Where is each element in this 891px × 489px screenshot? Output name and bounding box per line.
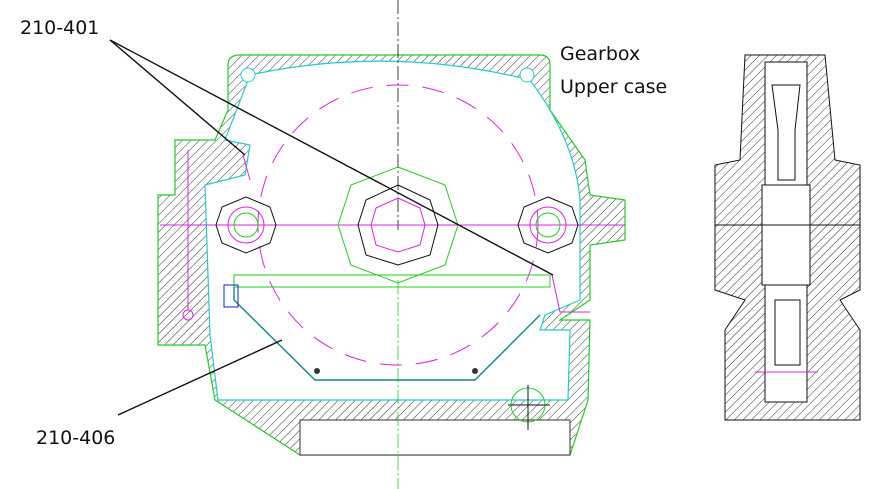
part-label-210-406: 210-406 [36,427,116,449]
front-view-casing [157,54,626,456]
title-gearbox: Gearbox [560,43,641,65]
central-gear [337,166,459,284]
part-label-210-401: 210-401 [20,17,100,39]
oil-pipes [182,150,590,321]
side-view [714,54,861,421]
drain-plug [508,385,550,430]
left-bearing [215,196,277,254]
title-upper-case: Upper case [560,76,668,98]
leader-lines [109,39,554,416]
right-bearing [517,196,579,254]
oil-trough [223,274,551,381]
